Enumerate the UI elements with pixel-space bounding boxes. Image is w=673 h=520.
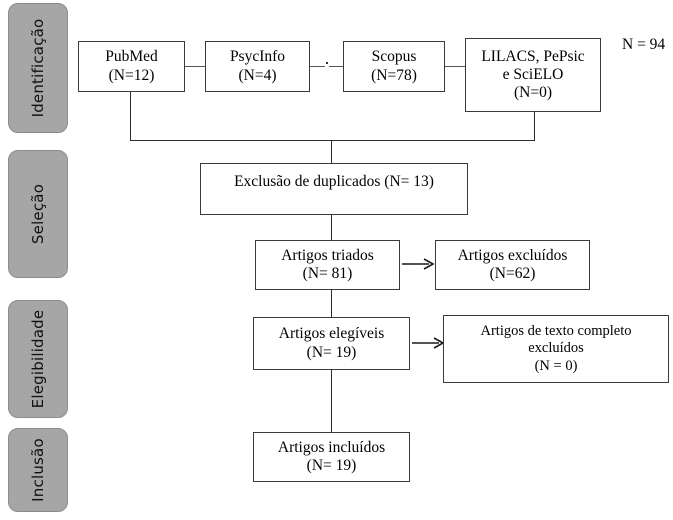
connector-screened-to-eligible <box>331 290 333 317</box>
stray-dot-mark <box>326 62 328 64</box>
connector-eligible-to-included <box>331 370 333 432</box>
step-fulltext-excluded-line1: Artigos de texto completo <box>480 323 632 340</box>
total-records-label: N = 94 <box>622 36 666 53</box>
stage-inclusao-label: Inclusão <box>29 438 47 502</box>
source-pubmed-line1: PubMed <box>105 48 158 66</box>
connector-bus-to-duplicates <box>331 140 333 163</box>
step-eligible-text: Artigos elegíveis (N= 19) <box>258 325 405 362</box>
source-lilacs-line2: e SciELO <box>502 65 564 83</box>
connector-scopus-lilacs <box>445 66 465 68</box>
connector-psycinfo-dot <box>310 66 325 68</box>
stage-elegibilidade: Elegibilidade <box>8 300 68 418</box>
source-psycinfo-text: PsycInfo (N=4) <box>210 48 305 85</box>
source-scopus-line2: (N=78) <box>371 66 417 84</box>
step-included-text: Artigos incluídos (N= 19) <box>258 439 405 476</box>
step-duplicates-text: Exclusão de duplicados (N= 13) <box>234 173 434 190</box>
step-included-line1: Artigos incluídos <box>277 438 386 456</box>
arrow-eligible-to-fulltext-excluded <box>412 336 446 350</box>
source-psycinfo-line2: (N=4) <box>238 66 277 84</box>
connector-sources-bus <box>130 140 535 142</box>
connector-pubmed-drop <box>130 92 132 141</box>
stage-identificacao-label: Identificação <box>29 18 47 118</box>
step-screened-text: Artigos triados (N= 81) <box>260 247 395 284</box>
stage-identificacao: Identificação <box>8 3 68 133</box>
connector-duplicates-to-screened <box>331 215 333 240</box>
step-box-screened-excluded: Artigos excluídos (N=62) <box>435 240 590 290</box>
arrow-screened-to-excluded <box>402 257 436 271</box>
source-pubmed-text: PubMed (N=12) <box>83 48 180 85</box>
connector-lilacs-drop <box>534 112 536 141</box>
step-fulltext-excluded-line2: excluídos <box>528 340 584 357</box>
source-box-psycinfo: PsycInfo (N=4) <box>205 41 310 92</box>
source-box-lilacs: LILACS, PePsic e SciELO (N=0) <box>465 38 601 112</box>
stage-selecao-label: Seleção <box>29 183 47 245</box>
stage-selecao: Seleção <box>8 150 68 278</box>
source-scopus-text: Scopus (N=78) <box>348 48 440 85</box>
step-eligible-line1: Artigos elegíveis <box>278 325 385 343</box>
source-lilacs-text: LILACS, PePsic e SciELO (N=0) <box>470 48 596 103</box>
step-screened-excluded-text: Artigos excluídos (N=62) <box>440 247 585 284</box>
step-screened-excluded-line1: Artigos excluídos <box>457 246 568 264</box>
connector-pubmed-psycinfo <box>185 66 205 68</box>
step-screened-line1: Artigos triados <box>281 246 374 264</box>
step-box-fulltext-excluded: Artigos de texto completo excluídos (N =… <box>443 315 669 383</box>
source-psycinfo-line1: PsycInfo <box>229 48 286 66</box>
step-fulltext-excluded-line3: (N = 0) <box>534 357 578 374</box>
step-box-duplicates: Exclusão de duplicados (N= 13) <box>200 163 468 215</box>
step-box-included: Artigos incluídos (N= 19) <box>253 432 410 482</box>
step-screened-excluded-line2: (N=62) <box>489 265 536 282</box>
stage-inclusao: Inclusão <box>8 428 68 512</box>
source-lilacs-line1: LILACS, PePsic <box>481 47 585 65</box>
step-box-eligible: Artigos elegíveis (N= 19) <box>253 317 410 370</box>
source-scopus-line1: Scopus <box>371 48 417 66</box>
step-eligible-line2: (N= 19) <box>306 343 357 361</box>
step-included-line2: (N= 19) <box>306 457 357 474</box>
step-screened-line2: (N= 81) <box>302 265 353 282</box>
source-lilacs-line3: (N=0) <box>513 84 552 102</box>
step-fulltext-excluded-text: Artigos de texto completo excluídos (N =… <box>448 323 664 374</box>
stage-elegibilidade-label: Elegibilidade <box>29 309 47 409</box>
source-box-scopus: Scopus (N=78) <box>343 41 445 92</box>
connector-dot-scopus <box>329 66 343 68</box>
source-pubmed-line2: (N=12) <box>108 66 155 84</box>
source-box-pubmed: PubMed (N=12) <box>78 41 185 92</box>
step-box-screened: Artigos triados (N= 81) <box>255 240 400 290</box>
